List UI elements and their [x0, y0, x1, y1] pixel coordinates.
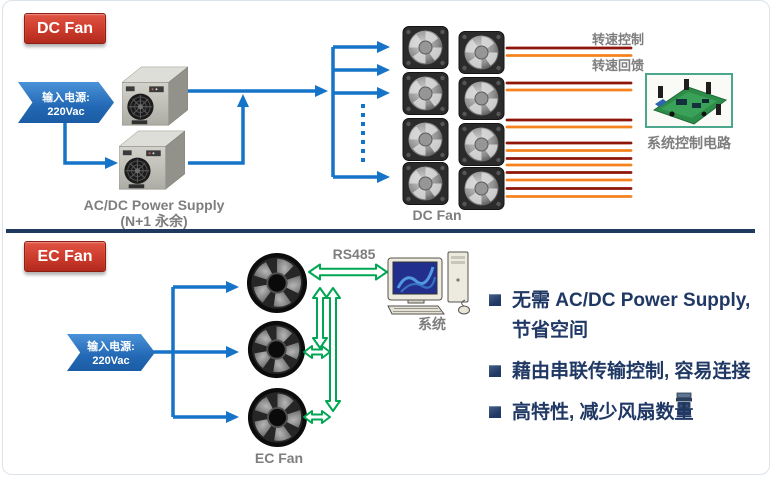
ec-input-power-label: 输入电源: — [87, 341, 135, 353]
dc-fan-array — [402, 26, 505, 210]
speed-feedback-label: 转速回馈 — [591, 58, 644, 73]
corner-logo-icon — [676, 392, 692, 414]
dc-fan-caption: DC Fan — [412, 207, 462, 223]
psu-caption-line2: (N+1 永余) — [120, 213, 188, 229]
benefit-line: 节省空间 — [512, 320, 589, 341]
benefit-line: 无需 AC/DC Power Supply, — [512, 290, 751, 311]
dc-fan-icon — [402, 162, 449, 205]
list-item: 无需 AC/DC Power Supply, 节省空间 — [489, 286, 774, 346]
dc-fan-icon — [402, 118, 449, 161]
rs485-label: RS485 — [332, 246, 376, 262]
dc-input-power-voltage: 220Vac — [47, 106, 85, 118]
ec-fan-icon — [247, 320, 306, 379]
dc-power-lines — [63, 45, 377, 179]
dc-input-power-label: 输入电源: — [42, 92, 90, 104]
dc-input-power-arrow: 输入电源: 220Vac — [18, 82, 114, 123]
control-board-caption: 系统控制电路 — [647, 135, 731, 151]
psu-caption: AC/DC Power Supply (N+1 永余) — [62, 197, 246, 229]
ec-fan-array — [246, 252, 308, 448]
ec-fan-icon — [246, 252, 308, 314]
speed-control-label: 转速控制 — [591, 32, 644, 47]
ec-power-lines — [153, 285, 226, 419]
ec-power-arrowheads — [226, 281, 239, 423]
benefit-text: 高特性, 减少风扇数量 — [512, 402, 694, 423]
ec-fan-caption: EC Fan — [254, 450, 304, 466]
dc-fan-icon — [458, 167, 505, 210]
computer-icon — [387, 251, 470, 315]
psu-icon — [119, 130, 185, 190]
ec-benefits-list: 无需 AC/DC Power Supply, 节省空间 藉由串联传输控制, 容易… — [489, 286, 774, 439]
rs485-bus-arrows — [303, 263, 388, 424]
list-item: 藉由串联传输控制, 容易连接 — [489, 357, 774, 387]
ec-fan-icon — [247, 387, 308, 448]
dc-fan-icon — [458, 77, 505, 120]
dc-fan-icon — [458, 31, 505, 74]
bullet-square-icon — [489, 406, 501, 418]
dc-power-arrowheads — [105, 41, 390, 183]
dc-fan-icon — [402, 26, 449, 69]
ec-fan-badge: EC Fan — [24, 241, 106, 272]
ec-input-power-voltage: 220Vac — [92, 355, 130, 367]
pcb-board-icon — [645, 73, 733, 128]
dc-fan-badge: DC Fan — [24, 13, 106, 44]
psu-caption-line1: AC/DC Power Supply — [83, 197, 225, 213]
dc-signal-wires — [505, 46, 633, 198]
bullet-square-icon — [489, 294, 501, 306]
dc-fan-icon — [458, 123, 505, 166]
system-caption: 系统 — [418, 316, 446, 332]
bullet-square-icon — [489, 365, 501, 377]
section-divider — [6, 229, 755, 233]
list-item: 高特性, 减少风扇数量 — [489, 398, 774, 428]
benefit-text: 无需 AC/DC Power Supply, 节省空间 — [512, 286, 750, 346]
dc-fan-icon — [402, 72, 449, 115]
benefit-text: 藉由串联传输控制, 容易连接 — [512, 361, 751, 382]
ec-input-power-arrow: 输入电源: 220Vac — [67, 334, 155, 371]
psu-icon — [122, 66, 188, 126]
